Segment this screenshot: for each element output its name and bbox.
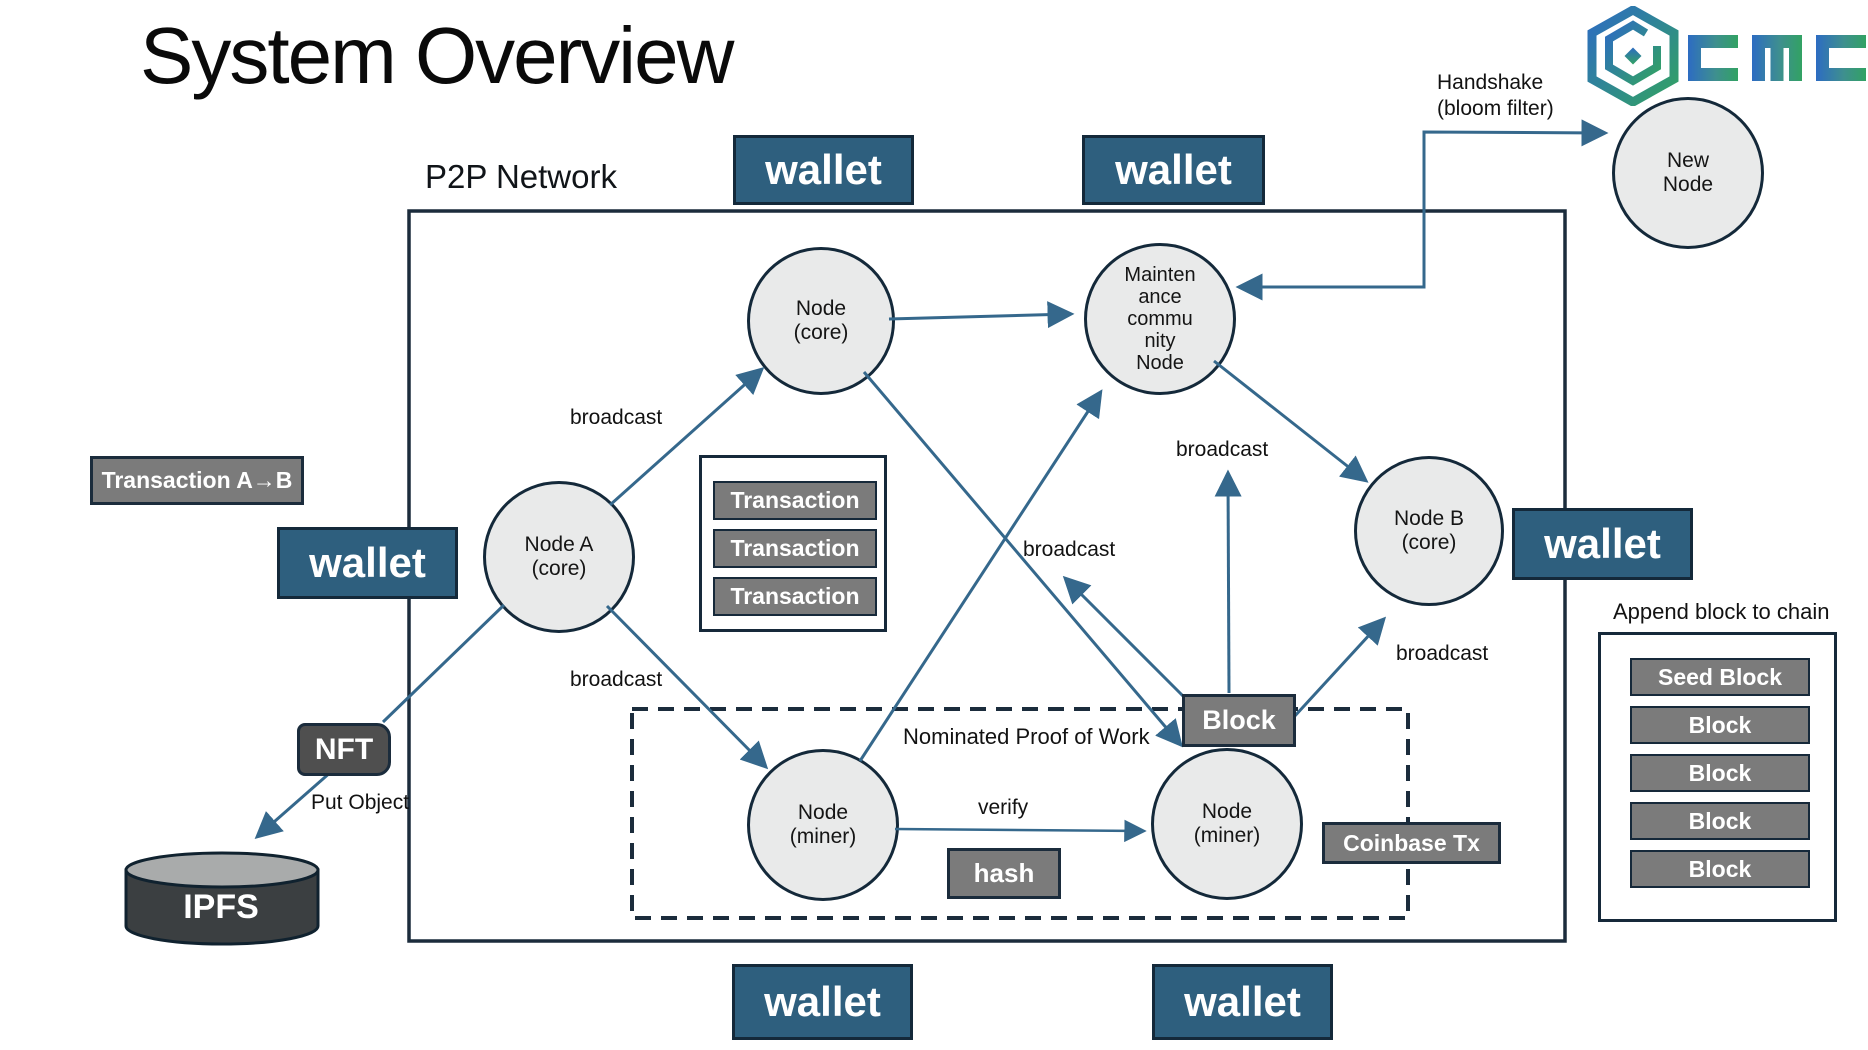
arrow-maintenance-to-node-b (1213, 359, 1369, 483)
handshake-label: Handshake (bloom filter) (1437, 71, 1554, 120)
node-miner-right: Node(miner) (1151, 748, 1303, 900)
p2p-network-label: P2P Network (425, 158, 617, 195)
arrow-node-a-to-node-core (609, 367, 765, 507)
broadcast-label-block-up: broadcast (1176, 438, 1269, 461)
node-miner-left: Node(miner) (747, 749, 899, 901)
arrow-verify-miner-to-miner (894, 819, 1147, 843)
coinbase-tx-box: Coinbase Tx (1322, 822, 1501, 864)
npow-label: Nominated Proof of Work (903, 724, 1150, 749)
wallet-bottom-right: wallet (1152, 964, 1333, 1040)
cmc-logo (1587, 6, 1866, 106)
verify-label: verify (978, 796, 1029, 819)
broadcast-label-node-a-up: broadcast (570, 406, 663, 429)
broadcast-label-block-node-b: broadcast (1396, 642, 1489, 665)
broadcast-label-node-a-down: broadcast (570, 668, 663, 691)
transaction-item: Transaction (713, 481, 877, 520)
transaction-pool: Transaction Transaction Transaction (699, 455, 887, 632)
node-b-core: Node B(core) (1354, 456, 1504, 606)
block-item: Block (1630, 706, 1810, 744)
hash-box: hash (947, 848, 1061, 899)
node-core: Node(core) (747, 247, 895, 395)
ipfs-cylinder (124, 851, 320, 946)
transaction-ab-box: Transaction A→B (90, 456, 304, 505)
wallet-bottom-left: wallet (732, 964, 913, 1040)
arrow-block-broadcast-to-node-b (1291, 616, 1387, 720)
cmc-wordmark (1688, 35, 1866, 81)
block-box: Block (1182, 694, 1296, 747)
page-title: System Overview (140, 11, 734, 100)
arrow-node-a-to-miner-left (605, 604, 769, 770)
ipfs-label: IPFS (183, 888, 259, 926)
block-item: Block (1630, 754, 1810, 792)
arrow-block-broadcast-to-maintenance (1214, 469, 1242, 694)
broadcast-label-miner-center: broadcast (1023, 538, 1116, 561)
transaction-item: Transaction (713, 577, 877, 616)
arrow-node-core-to-miner-right (862, 371, 1183, 748)
seed-block-item: Seed Block (1630, 658, 1810, 696)
line-node-a-to-nft (381, 603, 506, 724)
logo-center-diamond (1624, 47, 1642, 65)
arrow-miner-left-to-maintenance (858, 389, 1103, 762)
nft-box: NFT (297, 723, 391, 776)
append-chain-label: Append block to chain (1613, 599, 1830, 624)
block-item: Block (1630, 850, 1810, 888)
blockchain-stack: Seed Block Block Block Block Block (1598, 632, 1837, 922)
wallet-top-left: wallet (733, 135, 914, 205)
put-object-label: Put Object (311, 791, 410, 814)
wallet-right: wallet (1512, 508, 1693, 580)
hexagon-g-icon (1587, 6, 1679, 106)
arrow-block-broadcast-up-left (1062, 575, 1185, 698)
wallet-top-right: wallet (1082, 135, 1265, 205)
transaction-item: Transaction (713, 529, 877, 568)
arrow-nft-to-ipfs (254, 769, 333, 839)
arrow-node-core-to-maintenance (888, 301, 1075, 329)
block-item: Block (1630, 802, 1810, 840)
node-maintenance-community: Mainten ance commu nity Node (1084, 243, 1236, 395)
node-a-core: Node A(core) (483, 481, 635, 633)
wallet-left: wallet (277, 527, 458, 599)
arrow-handshake-maintenance-new-node (1235, 119, 1609, 301)
